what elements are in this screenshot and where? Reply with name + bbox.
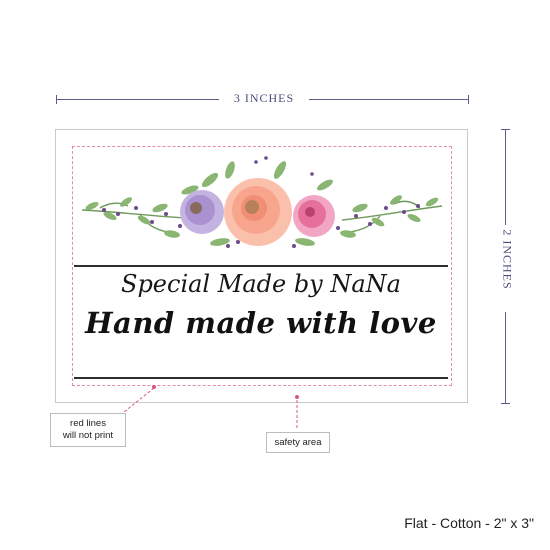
red-lines-callout: red lines will not print xyxy=(50,413,126,447)
pink-rose xyxy=(293,195,335,237)
red-lines-pointer-dot xyxy=(152,385,156,389)
safety-area-pointer-dot xyxy=(295,395,299,399)
left-vine xyxy=(81,202,186,233)
lavender-rose xyxy=(180,190,224,234)
product-caption: Flat - Cotton - 2" x 3" xyxy=(404,515,534,531)
width-dimension-line-left xyxy=(56,99,219,100)
width-dimension-tick-right xyxy=(468,95,469,104)
berries xyxy=(102,156,420,248)
label-line-1: Special Made by NaNa xyxy=(121,270,401,298)
red-lines-callout-line2: will not print xyxy=(62,430,114,441)
bottom-rule xyxy=(74,377,448,379)
height-dimension-tick-bottom xyxy=(501,403,510,404)
safety-area-callout: safety area xyxy=(266,432,330,453)
height-dimension-label: 2 INCHES xyxy=(500,229,515,290)
red-lines-leader xyxy=(123,387,155,413)
height-dimension-line-bottom xyxy=(505,312,506,403)
width-dimension-line-right xyxy=(309,99,468,100)
safety-area-outline xyxy=(72,146,452,386)
label-line-2: Hand made with love xyxy=(85,306,437,340)
height-dimension-line-top xyxy=(505,129,506,225)
top-rule xyxy=(74,265,448,267)
floral-garland-icon xyxy=(81,156,443,248)
safety-area-callout-text: safety area xyxy=(274,437,322,448)
width-dimension-label: 3 INCHES xyxy=(233,91,295,105)
red-lines-callout-line1: red lines xyxy=(70,418,106,429)
safety-area-leader xyxy=(296,400,298,430)
peach-rose xyxy=(224,178,292,246)
leaves xyxy=(85,161,439,246)
